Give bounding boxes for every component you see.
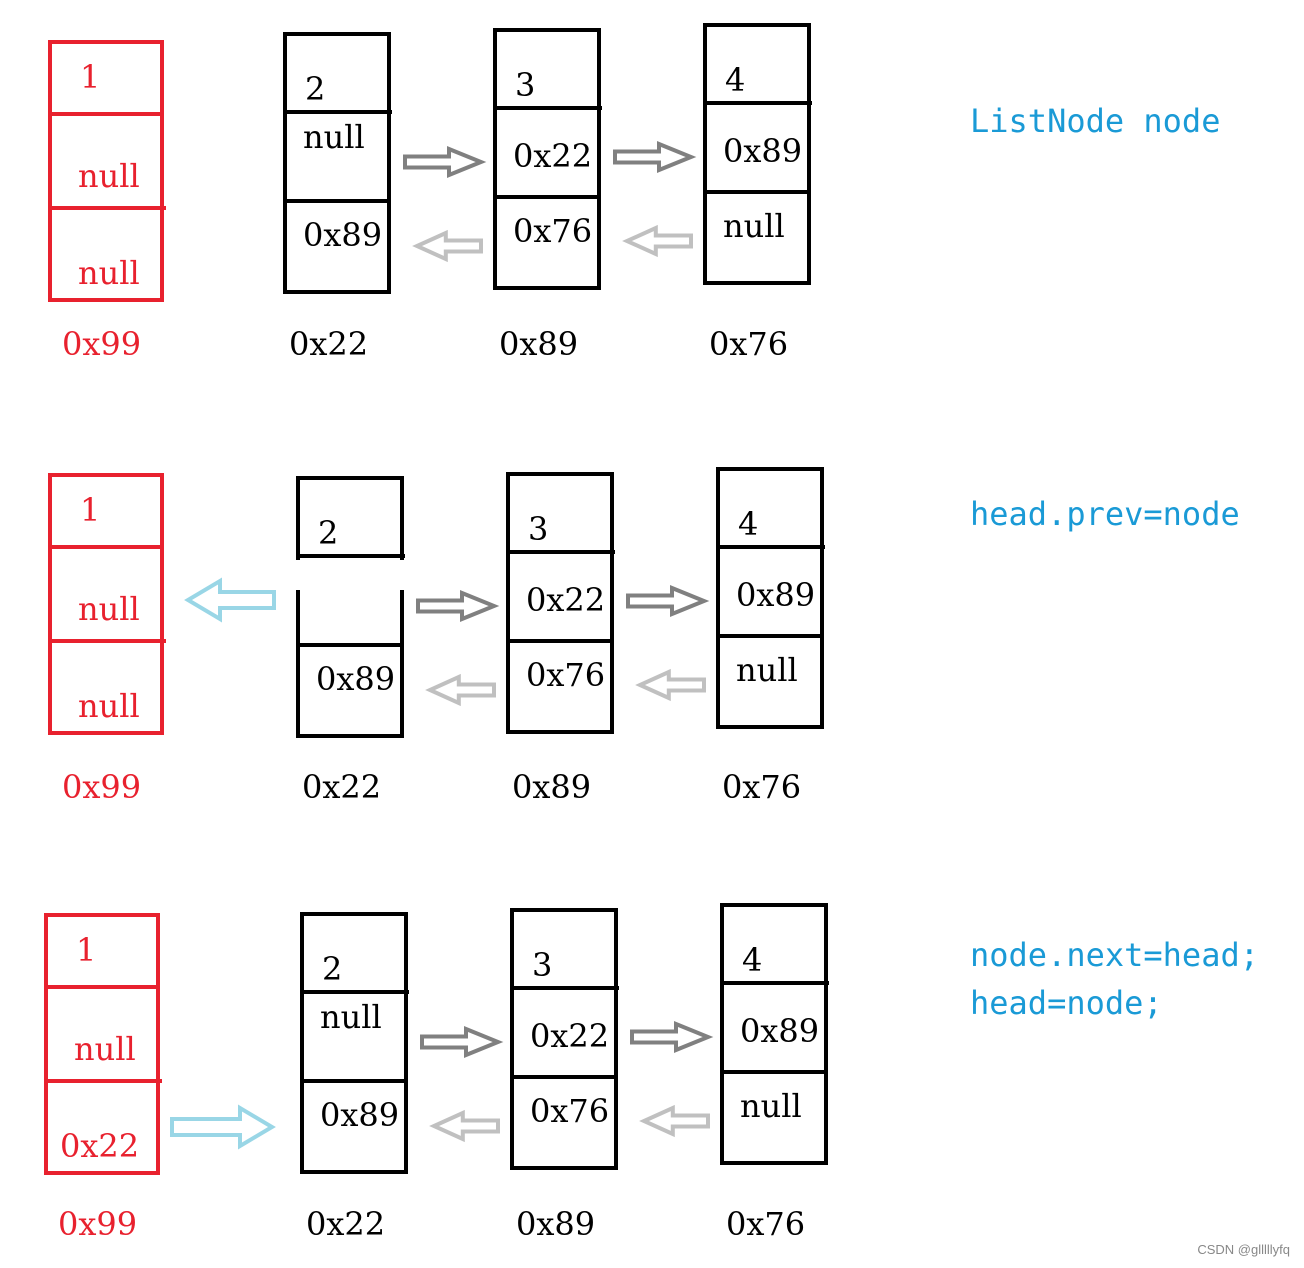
list-node-box [716,467,824,729]
list-node-address: 0x76 [722,768,801,806]
list-node-next: null [723,207,785,245]
list-node-value: 3 [532,946,552,984]
list-node-4: 4 0x89 null [716,467,825,729]
next-arrow [630,1021,714,1053]
new-node: 1 null null [48,473,166,735]
code-caption: head=node; [970,984,1163,1022]
list-node-2: 2 null 0x89 [283,32,392,294]
prev-arrow [622,224,693,258]
next-arrow [420,1026,504,1058]
new-node-box [44,913,160,1175]
list-node-4: 4 0x89 null [720,903,829,1165]
list-node-next: null [740,1087,802,1125]
step-1: 1nullnull0x992null0x890x2230x220x760x894… [48,23,1220,363]
list-node-next: 0x76 [513,212,592,250]
list-node-address: 0x89 [516,1205,595,1243]
node-next-arrow [170,1104,276,1150]
new-node-address: 0x99 [62,768,141,806]
list-node-box [703,23,811,285]
next-arrow [613,141,697,173]
new-node-box [48,473,164,735]
list-node-box [720,903,828,1165]
list-node-2: 2 0x89 [296,476,405,738]
list-node-4: 4 0x89 null [703,23,812,285]
head-prev-arrow [184,577,276,623]
diagram-steps: 1nullnull0x992null0x890x2230x220x760x894… [44,23,1259,1243]
list-node-next: 0x89 [316,660,395,698]
next-arrow [626,585,710,617]
list-node-address: 0x76 [709,325,788,363]
new-node-prev: null [78,590,140,628]
list-node-address: 0x89 [499,325,578,363]
list-node-value: 3 [528,510,548,548]
list-node-box [506,472,614,734]
new-node-next: 0x22 [60,1127,139,1165]
new-node-next: null [78,687,140,725]
erased-prev-field [296,560,404,590]
list-node-2: 2 null 0x89 [300,912,409,1174]
list-node-prev: 0x89 [723,132,802,170]
list-node-address: 0x22 [289,325,368,363]
list-node-next: 0x89 [320,1096,399,1134]
list-node-box [300,912,408,1174]
new-node-address: 0x99 [58,1205,137,1243]
list-node-value: 3 [515,66,535,104]
list-node-value: 2 [318,514,338,552]
list-node-value: 4 [725,61,745,99]
next-arrow [403,146,487,178]
list-node-prev: 0x22 [513,137,592,175]
list-node-box [493,28,601,290]
new-node-prev: null [74,1030,136,1068]
list-node-next: 0x89 [303,216,382,254]
list-node-prev: 0x22 [526,581,605,619]
list-node-next: 0x76 [530,1092,609,1130]
prev-arrow [425,673,496,707]
list-node-prev: null [320,998,382,1036]
list-node-value: 2 [305,70,325,108]
prev-arrow [412,229,483,263]
list-node-box [283,32,391,294]
list-node-value: 2 [322,950,342,988]
code-caption: head.prev=node [970,495,1240,533]
new-node-value: 1 [80,58,100,96]
new-node-value: 1 [76,931,96,969]
list-node-box [510,908,618,1170]
list-node-prev: 0x22 [530,1017,609,1055]
list-node-3: 3 0x22 0x76 [506,472,615,734]
list-node-prev: 0x89 [736,576,815,614]
list-node-next: null [736,651,798,689]
new-node-prev: null [78,157,140,195]
new-node: 1 null null [48,40,166,302]
watermark: CSDN @glllllyfq [1197,1242,1290,1257]
list-node-value: 4 [738,505,758,543]
new-node-value: 1 [80,491,100,529]
list-node-value: 4 [742,941,762,979]
next-arrow [416,590,500,622]
list-node-prev: null [303,118,365,156]
prev-arrow [429,1109,500,1143]
list-node-next: 0x76 [526,656,605,694]
new-node: 1 null 0x22 [44,913,162,1175]
list-node-3: 3 0x22 0x76 [493,28,602,290]
list-node-address: 0x22 [306,1205,385,1243]
list-node-address: 0x22 [302,768,381,806]
list-node-address: 0x89 [512,768,591,806]
new-node-next: null [78,254,140,292]
list-node-3: 3 0x22 0x76 [510,908,619,1170]
code-caption: node.next=head; [970,936,1259,974]
prev-arrow [639,1104,710,1138]
prev-arrow [635,668,706,702]
list-node-address: 0x76 [726,1205,805,1243]
step-3: 1null0x220x992null0x890x2230x220x760x894… [44,903,1259,1243]
list-node-prev: 0x89 [740,1012,819,1050]
new-node-box [48,40,164,302]
new-node-address: 0x99 [62,325,141,363]
code-caption: ListNode node [970,102,1220,140]
step-2: 1 null null 0x99 2 0x89 0x22 3 0x22 0x76 0x89 4 0x89… [48,467,1240,806]
